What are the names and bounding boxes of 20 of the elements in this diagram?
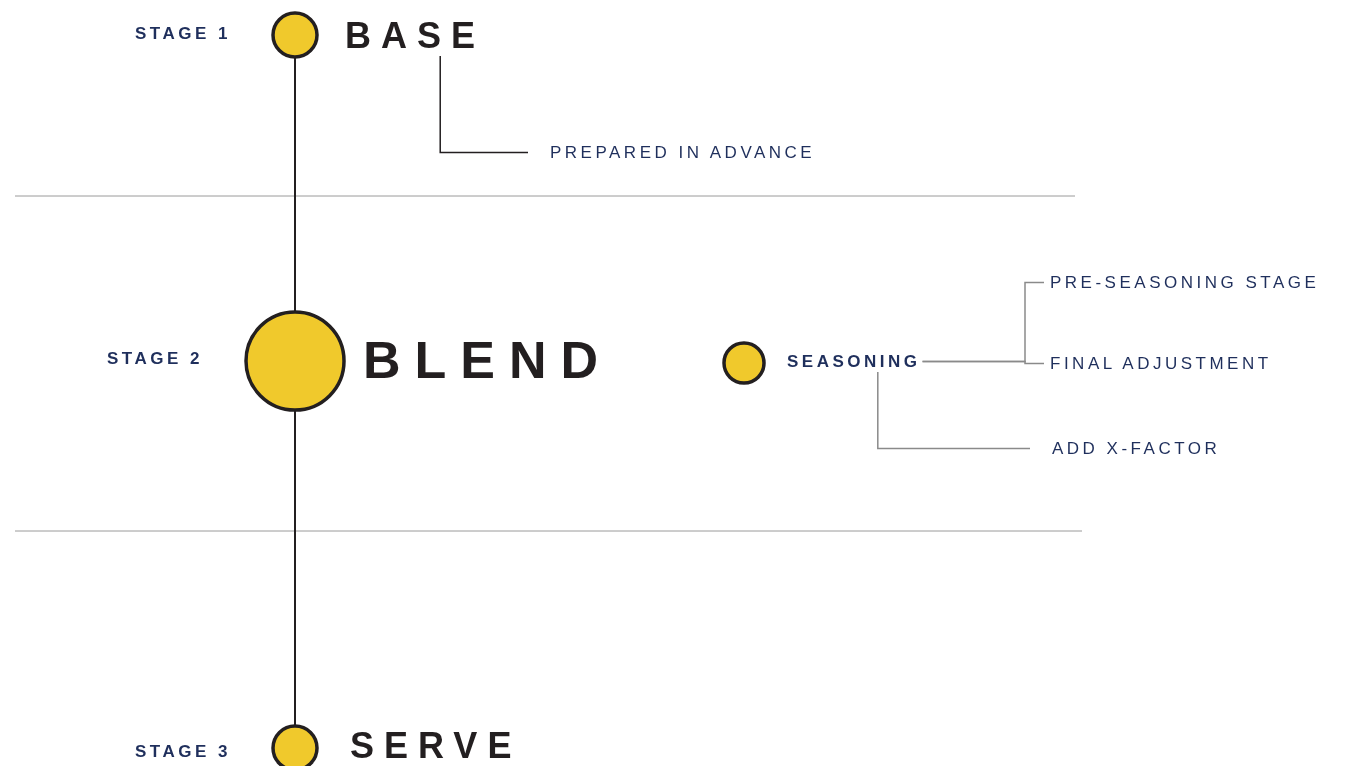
step-title: SEASONING (787, 353, 921, 370)
step-note: FINAL ADJUSTMENT (1050, 355, 1272, 372)
timeline-line (294, 56, 296, 313)
stage-label: STAGE 1 (135, 25, 231, 42)
stage-title: BASE (345, 18, 486, 54)
step-note: ADD X-FACTOR (1052, 440, 1221, 457)
stage-marker (271, 11, 319, 59)
stage-label: STAGE 2 (107, 350, 203, 367)
stage-label: STAGE 3 (135, 743, 231, 760)
timeline-line (294, 409, 296, 727)
leader-line (439, 55, 529, 154)
step-note: PREPARED IN ADVANCE (550, 144, 816, 161)
stage-marker (244, 310, 346, 412)
step-note: PRE-SEASONING STAGE (1050, 274, 1320, 291)
stage-title: SERVE (350, 728, 522, 764)
leader-line (877, 371, 1031, 450)
stage-marker (271, 724, 319, 766)
stage-title: BLEND (363, 334, 613, 386)
leader-line (921, 360, 1045, 365)
stage-marker (722, 341, 766, 385)
